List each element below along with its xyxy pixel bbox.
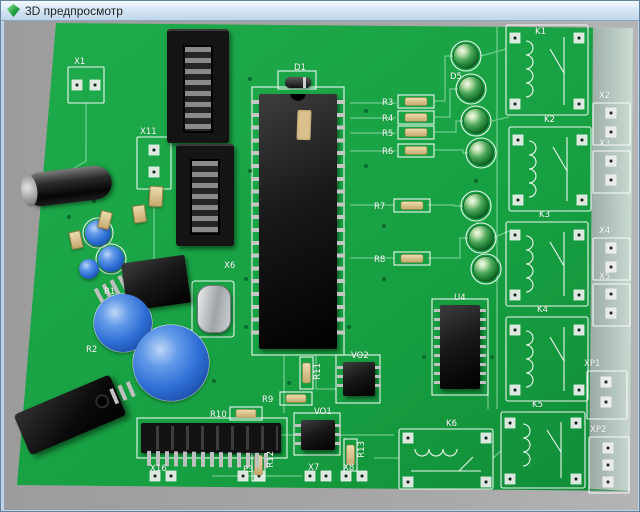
- led-footprints: [450, 40, 502, 285]
- silkscreen-label-u4: U4: [454, 293, 466, 303]
- connector-footprint-x3: [592, 150, 631, 194]
- silkscreen-label-x3: X3: [599, 139, 611, 149]
- silkscreen-label-r12: R12: [266, 451, 276, 468]
- silkscreen-label-x6: X6: [224, 261, 236, 271]
- silkscreen-label-x8: X8: [343, 463, 355, 473]
- diode-band: [303, 77, 306, 88]
- ic-pins: [337, 366, 343, 392]
- silkscreen-label-k4: K4: [537, 305, 548, 315]
- idc-connector-lower: [176, 144, 234, 246]
- connector-footprint-xp2: [588, 436, 630, 494]
- led-column: [453, 43, 499, 282]
- main-ic-dip40: [251, 94, 345, 349]
- silkscreen-label-vo1: VO1: [314, 407, 332, 417]
- ic-notch: [290, 94, 306, 102]
- blue-capacitor-small-3: [79, 259, 99, 279]
- silkscreen-label-x16: X16: [150, 464, 167, 474]
- mounting-hole: [93, 392, 112, 411]
- silkscreen-label-xp1: XP1: [584, 359, 601, 369]
- silkscreen-label-vo2: VO2: [351, 351, 369, 361]
- ic-pins: [337, 100, 345, 343]
- preview-gem-icon: [7, 4, 20, 17]
- silkscreen-label-r5: R5: [382, 129, 394, 139]
- silkscreen-label-x2: X2: [599, 91, 611, 101]
- board-edge-strip: [589, 27, 633, 491]
- idc-pin-slot: [183, 45, 213, 133]
- window-title: 3D предпросмотр: [25, 3, 123, 18]
- silkscreen-label-r6: R6: [382, 147, 394, 157]
- silkscreen-label-r8: R8: [374, 255, 386, 265]
- silkscreen-label-r9: R9: [262, 395, 274, 405]
- crystal-footprint-x6: [191, 280, 235, 338]
- silkscreen-label-x5: X5: [599, 272, 611, 282]
- silkscreen-label-x1: X1: [74, 57, 86, 67]
- silkscreen-label-k5: K5: [532, 400, 543, 410]
- silkscreen-label-r7: R7: [374, 202, 386, 212]
- connector-footprint-x4: [592, 237, 631, 281]
- silkscreen-label-r13: R13: [357, 441, 367, 458]
- tan-capacitor: [131, 204, 148, 224]
- crystal-x6: [197, 285, 231, 333]
- optocoupler-vo2: [337, 362, 381, 396]
- silkscreen-label-r3: R3: [382, 98, 394, 108]
- relay-footprint-k5: [500, 411, 586, 489]
- relay-footprint-k2: [508, 126, 592, 212]
- diode-d1: [285, 77, 311, 88]
- window-titlebar[interactable]: 3D предпросмотр: [1, 1, 639, 21]
- relay-footprint-k6: [398, 428, 494, 490]
- tan-capacitor: [148, 185, 164, 208]
- ic-pins: [335, 424, 341, 446]
- ic-u4: [434, 305, 486, 389]
- diode-footprint-d1: [277, 70, 317, 90]
- silkscreen-label-x7: X7: [308, 463, 320, 473]
- silkscreen-label-p3: P3: [243, 465, 254, 475]
- pin-header-x16: [141, 423, 281, 453]
- ic-footprint-u4: [431, 298, 489, 396]
- silkscreen-label-x11: X11: [140, 127, 157, 137]
- connector-footprint-x5: [592, 283, 631, 327]
- silkscreen-label-r2: R2: [86, 345, 98, 355]
- pcb-3d-viewport[interactable]: X1 X11 D1 D5 K1 K2 K3 K4 K5 K6 X2 X3 X4 …: [4, 21, 638, 510]
- header-teeth: [144, 426, 278, 450]
- ic-pins: [480, 309, 486, 385]
- idc-pin-slot: [190, 159, 220, 235]
- connector-footprint-xp1: [586, 370, 628, 420]
- blue-capacitor-small-2: [98, 246, 124, 272]
- ic-pins: [375, 366, 381, 392]
- silkscreen-label-d5: D5: [450, 72, 462, 82]
- optocoupler-vo1: [295, 420, 341, 450]
- silkscreen-label-d1: D1: [294, 63, 306, 73]
- relay-footprint-k3: [505, 221, 589, 307]
- relay-footprint-k4: [505, 316, 589, 402]
- connector-footprint-x1: [67, 66, 105, 104]
- silkscreen-label-x4: X4: [599, 226, 611, 236]
- silkscreen-label-xp2: XP2: [590, 425, 607, 435]
- silkscreen-label-k1: K1: [535, 27, 546, 37]
- ic-label-sticker: [296, 109, 312, 141]
- relay-footprint-k1: [505, 24, 589, 116]
- silkscreen-label-r10: R10: [210, 410, 227, 420]
- silkscreen-label-k2: K2: [544, 115, 555, 125]
- idc-connector-upper: [167, 29, 229, 143]
- connector-footprint-x2: [592, 102, 631, 146]
- ic-pins: [251, 100, 259, 343]
- silkscreen-label-k3: K3: [539, 210, 550, 220]
- blue-capacitor-large-2: [133, 325, 209, 401]
- silkscreen-label-r1: R1: [104, 287, 116, 297]
- silkscreen-label-k6: K6: [446, 419, 457, 429]
- ic-pins: [295, 424, 301, 446]
- silkscreen-label-r11: R11: [313, 363, 323, 380]
- ic-pins: [434, 309, 440, 385]
- silkscreen-label-r4: R4: [382, 114, 394, 124]
